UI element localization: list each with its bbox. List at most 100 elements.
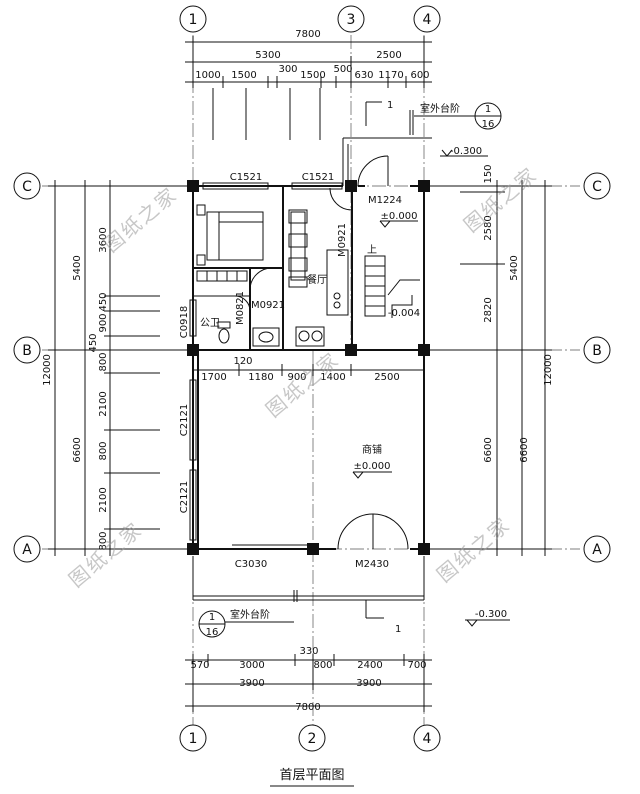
svg-text:4: 4 (423, 731, 432, 747)
kitchen-counter (295, 249, 349, 347)
label-c2121-top: C2121 (179, 404, 190, 436)
svg-text:图纸之家: 图纸之家 (261, 347, 344, 422)
axis-bubble-left-a: A (13, 535, 41, 563)
left-dimensions: 12000 5400 6600 3600 450 900 450 800 210… (42, 180, 193, 556)
svg-text:1170: 1170 (378, 70, 403, 81)
svg-text:2: 2 (308, 731, 317, 747)
axis-bubble-bottom-1: 1 (179, 724, 207, 752)
svg-text:1: 1 (395, 624, 401, 635)
label-c2121-bottom: C2121 (179, 481, 190, 513)
svg-text:1: 1 (485, 104, 491, 115)
svg-text:3900: 3900 (356, 678, 381, 689)
svg-text:1: 1 (189, 731, 198, 747)
svg-text:1: 1 (189, 12, 198, 28)
bottom-dimensions: 570 3000 330 800 2400 700 3900 3900 7800 (185, 646, 432, 713)
svg-text:C: C (592, 179, 602, 195)
svg-text:图纸之家: 图纸之家 (432, 512, 515, 587)
dim-top-2500: 2500 (376, 50, 401, 61)
svg-text:800: 800 (98, 531, 109, 550)
axis-bubble-left-c: C (13, 172, 41, 200)
label-level-0-b: ±0.000 (353, 461, 390, 472)
axis-bubble-right-b: B (583, 336, 611, 364)
axis-bubble-right-a: A (583, 535, 611, 563)
svg-text:800: 800 (98, 352, 109, 371)
svg-text:6600: 6600 (483, 437, 494, 462)
svg-text:2580: 2580 (483, 215, 494, 240)
svg-text:1180: 1180 (248, 372, 273, 383)
bottom-porch: 1 16 室外台阶 1 -0.300 (192, 556, 510, 638)
level-stair: -0.004 (388, 308, 420, 319)
svg-text:4: 4 (423, 12, 432, 28)
svg-text:330: 330 (299, 646, 318, 657)
svg-text:7800: 7800 (295, 702, 320, 713)
svg-text:1: 1 (387, 100, 393, 111)
axis-bubble-top-3: 3 (337, 5, 365, 33)
svg-text:12000: 12000 (42, 354, 53, 386)
svg-text:室外台阶: 室外台阶 (230, 608, 270, 621)
svg-text:150: 150 (483, 164, 494, 183)
svg-text:700: 700 (407, 660, 426, 671)
middle-dimensions: 120 1700 1180 900 1400 2500 (193, 356, 424, 383)
svg-text:上: 上 (367, 244, 377, 256)
svg-text:16: 16 (482, 119, 495, 130)
svg-text:1000: 1000 (195, 70, 220, 81)
wash-basin (252, 327, 280, 347)
svg-text:6600: 6600 (72, 437, 83, 462)
room-canting: 餐厅 (307, 273, 327, 286)
axis-bubble-right-c: C (583, 172, 611, 200)
svg-text:6600: 6600 (519, 437, 530, 462)
dim-top-total: 7800 (295, 29, 320, 40)
label-m0921-b: M0921 (251, 300, 285, 311)
svg-text:B: B (592, 343, 602, 359)
room-shangpu: 商铺 (362, 443, 382, 456)
svg-text:900: 900 (287, 372, 306, 383)
bed (196, 204, 264, 266)
svg-text:图纸之家: 图纸之家 (64, 517, 147, 592)
wardrobe (196, 270, 248, 282)
label-m1224: M1224 (368, 195, 402, 206)
svg-text:B: B (22, 343, 32, 359)
axis-bubble-bottom-2: 2 (298, 724, 326, 752)
svg-text:16: 16 (206, 627, 219, 638)
axis-bubble-left-b: B (13, 336, 41, 364)
svg-text:1700: 1700 (201, 372, 226, 383)
svg-text:-0.300: -0.300 (475, 609, 507, 620)
top-porch: 1 室外台阶 1 16 -0.300 (212, 88, 502, 186)
right-dimensions: 12000 5400 6600 150 2580 2820 6600 (424, 164, 554, 556)
svg-text:图纸之家: 图纸之家 (99, 182, 182, 257)
axis-bubble-top-4: 4 (413, 5, 441, 33)
svg-text:3: 3 (347, 12, 356, 28)
svg-text:2400: 2400 (357, 660, 382, 671)
columns (187, 180, 430, 555)
axis-bubble-top-1: 1 (179, 5, 207, 33)
svg-text:室外台阶: 室外台阶 (420, 102, 460, 115)
label-c3030: C3030 (235, 559, 267, 570)
label-c1521-right: C1521 (302, 172, 334, 183)
room-gongwei: 公卫 (200, 318, 220, 329)
svg-text:1500: 1500 (231, 70, 256, 81)
svg-text:300: 300 (278, 64, 297, 75)
svg-text:2500: 2500 (374, 372, 399, 383)
svg-text:120: 120 (233, 356, 252, 367)
doors (234, 155, 409, 550)
svg-text:C: C (22, 179, 32, 195)
toilet (217, 321, 231, 344)
svg-text:5400: 5400 (509, 255, 520, 280)
svg-text:1400: 1400 (320, 372, 345, 383)
axis-bubble-bottom-4: 4 (413, 724, 441, 752)
svg-text:1500: 1500 (300, 70, 325, 81)
svg-text:-0.300: -0.300 (450, 146, 482, 157)
svg-text:600: 600 (410, 70, 429, 81)
windows (189, 182, 343, 541)
svg-text:2100: 2100 (98, 487, 109, 512)
svg-text:900: 900 (98, 313, 109, 332)
dining-table (288, 209, 308, 288)
watermarks: 图纸之家 图纸之家 图纸之家 图纸之家 图纸之家 (64, 162, 542, 592)
drawing-title: 首层平面图 (279, 768, 344, 783)
top-dimensions: 7800 5300 2500 1000 1500 300 1500 500 63… (185, 29, 432, 88)
svg-text:12000: 12000 (543, 354, 554, 386)
svg-text:630: 630 (354, 70, 373, 81)
label-m0821: M0821 (235, 291, 246, 325)
dim-top-5300: 5300 (255, 50, 280, 61)
